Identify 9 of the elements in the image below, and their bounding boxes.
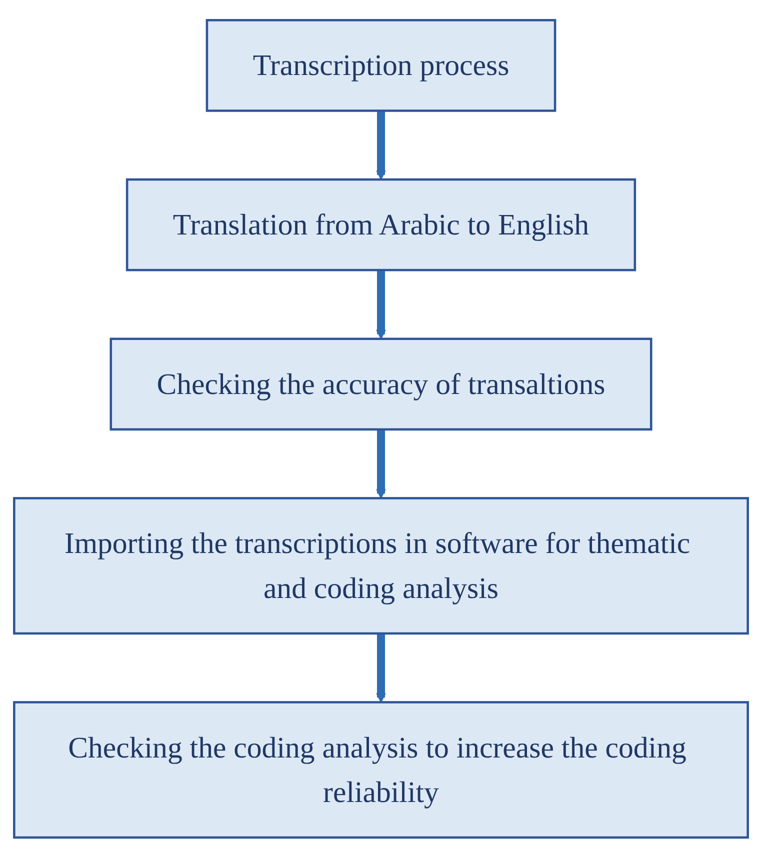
node-box: Translation from Arabic to English — [126, 178, 636, 271]
arrow — [376, 429, 386, 498]
node-box: Importing the transcriptions in software for thematic and coding analysis — [13, 496, 749, 634]
node-box: Checking the coding analysis to increase the coding reliability — [13, 700, 749, 838]
node-box: Transcription process — [206, 18, 556, 112]
arrow — [376, 270, 386, 339]
node-box: Checking the accuracy of transaltions — [110, 337, 652, 430]
arrow — [376, 110, 386, 180]
arrow — [376, 633, 386, 702]
